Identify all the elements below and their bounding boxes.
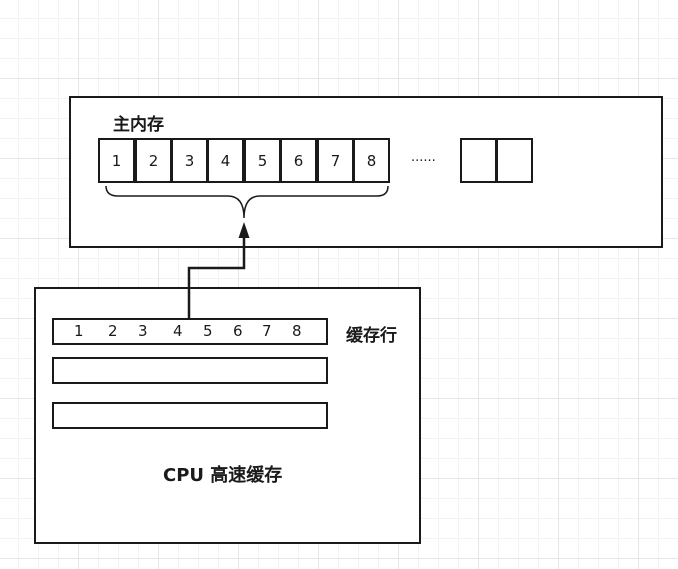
- cache-line-number-6: 6: [233, 322, 243, 340]
- cache-line-number-4: 4: [173, 322, 183, 340]
- cache-line-number-8: 8: [292, 322, 302, 340]
- main-memory-title: 主内存: [113, 115, 164, 135]
- memory-cell-7: 7: [317, 138, 354, 183]
- memory-cell-8: 8: [353, 138, 390, 183]
- cache-line-number-3: 3: [138, 322, 148, 340]
- memory-cell-2: 2: [135, 138, 172, 183]
- cache-line-number-5: 5: [203, 322, 213, 340]
- memory-ellipsis: ......: [411, 150, 436, 165]
- cpu-cache-title: CPU 高速缓存: [163, 465, 283, 486]
- memory-cell-6: 6: [280, 138, 317, 183]
- memory-cell-5: 5: [244, 138, 281, 183]
- cache-line-1: [52, 318, 328, 345]
- cache-line-number-2: 2: [108, 322, 118, 340]
- cache-line-label: 缓存行: [346, 326, 397, 346]
- memory-cell-4: 4: [207, 138, 244, 183]
- memory-cell-extra-1: [460, 138, 497, 183]
- cache-line-number-7: 7: [262, 322, 272, 340]
- memory-cell-extra-2: [496, 138, 533, 183]
- cache-line-3: [52, 402, 328, 429]
- cache-line-2: [52, 357, 328, 384]
- memory-cell-3: 3: [171, 138, 208, 183]
- cache-line-number-1: 1: [74, 322, 84, 340]
- memory-cell-1: 1: [98, 138, 135, 183]
